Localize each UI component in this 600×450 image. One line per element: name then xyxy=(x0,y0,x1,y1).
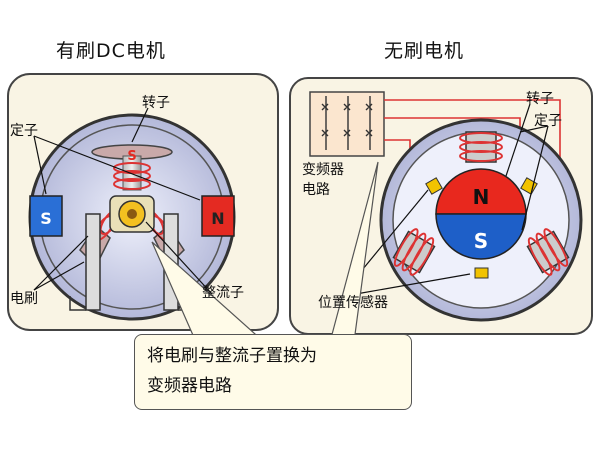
brushed-motor-title: 有刷DC电机 xyxy=(56,40,166,62)
left-rotor-label: 转子 xyxy=(142,95,170,111)
right-rotor-label: 转子 xyxy=(526,91,554,107)
stator-magnet-south xyxy=(29,195,63,237)
rotor-south-half xyxy=(435,213,527,260)
rotor-north-half xyxy=(435,168,527,215)
rotor-coil-top xyxy=(113,162,151,190)
position-sensor-2 xyxy=(520,177,538,195)
stator-coil-right xyxy=(526,228,570,276)
inverter-box xyxy=(309,91,385,157)
inverter-switches xyxy=(321,96,373,150)
rotor-s-text: S xyxy=(127,149,136,164)
stator-magnet-north xyxy=(201,195,235,237)
brush-left xyxy=(85,213,101,311)
stator-s-text: S xyxy=(40,209,52,228)
left-brush-label: 电刷 xyxy=(10,291,38,307)
stator-coil-top xyxy=(459,131,503,163)
left-pointer-lines xyxy=(33,107,213,295)
stator-n-text: N xyxy=(211,209,224,228)
callout-line-2: 变频器电路 xyxy=(147,376,232,396)
left-stator-label: 定子 xyxy=(10,123,38,139)
left-commutator-label: 整流子 xyxy=(202,285,244,301)
callout-line-1: 将电刷与整流子置换为 xyxy=(147,346,317,366)
callout-box: 将电刷与整流子置换为 变频器电路 xyxy=(134,334,412,410)
rotor-n-text: N xyxy=(473,185,490,209)
position-sensor-3 xyxy=(474,267,489,279)
position-sensor-1 xyxy=(425,177,443,195)
position-sensor-label: 位置传感器 xyxy=(318,295,388,311)
right-stator-label: 定子 xyxy=(534,113,562,129)
inverter-label: 变频器 电路 xyxy=(302,162,344,198)
stator-coil-left xyxy=(392,228,436,276)
rotor-s-text-right: S xyxy=(474,229,488,253)
brushless-motor-title: 无刷电机 xyxy=(384,40,465,62)
